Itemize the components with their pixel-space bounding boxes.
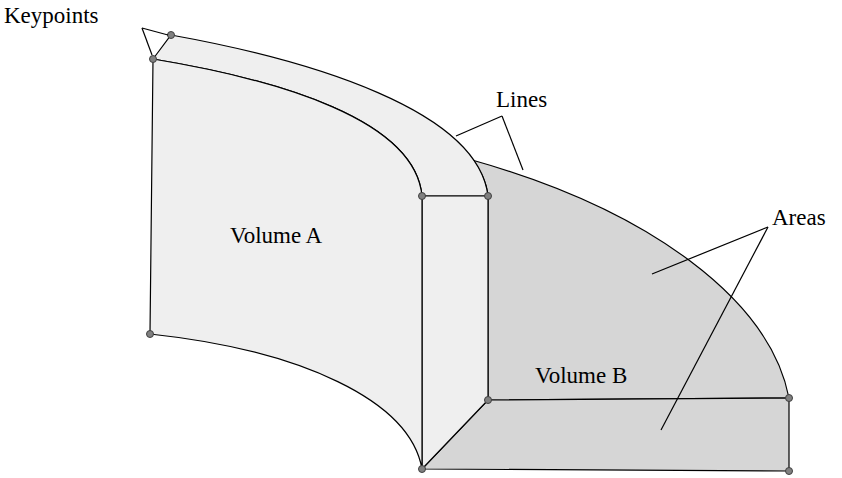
leader-line [502,116,523,170]
keypoint [485,193,492,200]
keypoint [786,468,793,475]
leader-line [456,116,502,136]
keypoint [147,331,154,338]
volume-label: Volume A [230,224,322,247]
volume-label: Volume B [535,364,627,387]
keypoint [786,395,793,402]
leader-line [142,28,152,55]
keypoint [419,466,426,473]
volume-b-top-area [472,160,789,400]
keypoint [150,56,157,63]
callout-label: Areas [772,206,826,229]
leader-line [652,227,768,274]
keypoint [485,397,492,404]
volume-a-side-face [422,196,488,469]
volume-a-front-face [150,59,422,469]
keypoint [168,32,175,39]
callout-label: Lines [496,88,547,111]
leader-line [661,227,768,430]
leader-line [142,28,168,35]
callout-label: Keypoints [4,4,99,27]
keypoint [419,193,426,200]
